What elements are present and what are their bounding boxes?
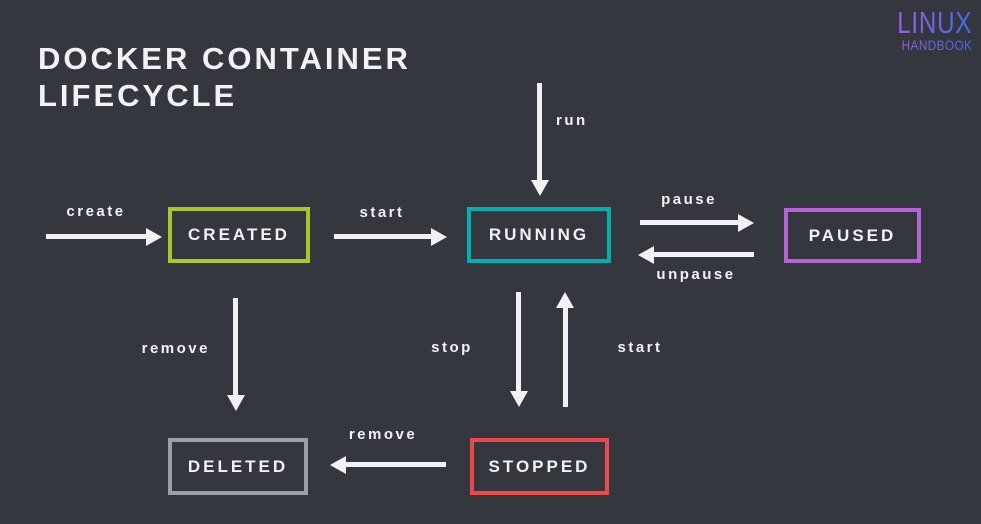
state-label-running: RUNNING	[488, 225, 590, 244]
state-box-running: RUNNING	[467, 207, 611, 263]
arrow-remove2-line	[346, 462, 446, 467]
arrow-create-line	[46, 234, 146, 239]
logo-linux-text: LINUX	[896, 5, 972, 40]
arrow-unpause-line	[654, 252, 754, 257]
edge-label-unpause: unpause	[656, 266, 736, 283]
state-label-deleted: DELETED	[187, 456, 289, 476]
arrow-pause-line	[640, 220, 738, 225]
arrow-start2-head	[556, 292, 574, 308]
edge-label-stop: stop	[431, 339, 473, 356]
edge-label-start2: start	[617, 339, 663, 356]
arrow-remove1-head	[227, 395, 245, 411]
state-label-stopped: STOPPED	[488, 456, 591, 476]
page-title: DOCKER CONTAINER LIFECYCLE	[38, 40, 411, 114]
arrow-remove2-head	[330, 456, 346, 474]
state-label-paused: PAUSED	[808, 225, 897, 245]
arrow-unpause-head	[638, 246, 654, 264]
arrow-stop-line	[516, 292, 521, 392]
state-box-deleted: DELETED	[168, 438, 308, 495]
arrow-start1-head	[431, 228, 447, 246]
arrow-remove1-line	[233, 298, 238, 396]
arrow-run-line	[537, 83, 542, 181]
logo-handbook-text: HANDBOOK	[891, 38, 972, 52]
state-box-created: CREATED	[168, 207, 310, 263]
page-title-line1: DOCKER CONTAINER	[38, 41, 411, 76]
arrow-start2-line	[563, 307, 568, 407]
edge-label-start1: start	[359, 204, 405, 221]
arrow-stop-head	[510, 391, 528, 407]
edge-label-remove2: remove	[348, 426, 418, 443]
arrow-start1-line	[334, 234, 431, 239]
edge-label-remove1: remove	[141, 340, 210, 357]
page-title-line2: LIFECYCLE	[38, 78, 238, 113]
edge-label-pause: pause	[661, 191, 717, 208]
arrow-run-head	[531, 180, 549, 196]
arrow-create-head	[146, 228, 162, 246]
edge-label-create: create	[66, 203, 126, 220]
linux-handbook-logo: LINUX HANDBOOK	[876, 5, 972, 52]
state-box-stopped: STOPPED	[470, 438, 609, 495]
arrow-pause-head	[738, 214, 754, 232]
state-box-paused: PAUSED	[784, 208, 921, 263]
state-label-created: CREATED	[188, 225, 290, 244]
edge-label-run: run	[556, 112, 588, 129]
